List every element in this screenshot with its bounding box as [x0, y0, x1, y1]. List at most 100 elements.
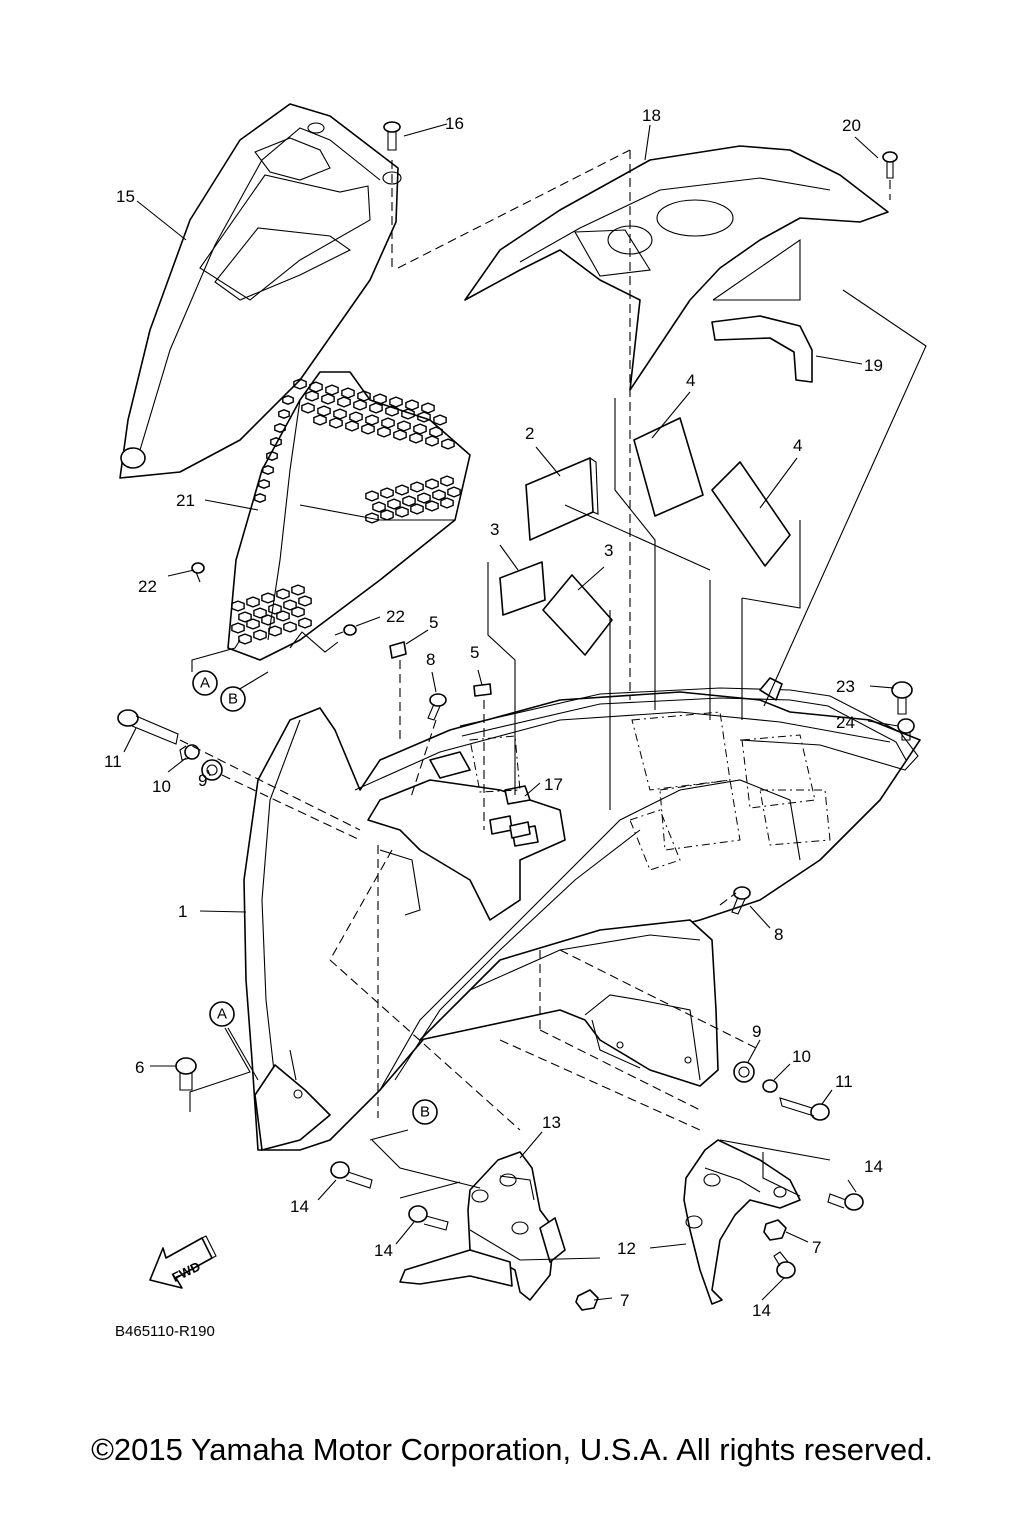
grille-mesh-cell — [238, 633, 252, 645]
grille-mesh-cell — [357, 390, 371, 402]
callout-9a: 9 — [198, 771, 207, 790]
grille-mesh-cell — [373, 393, 387, 405]
grille-mesh-cell — [262, 465, 274, 475]
rear-cover-part-18 — [464, 145, 889, 391]
fender-part-1 — [243, 691, 921, 1151]
grille-mesh-cell — [389, 396, 403, 408]
grille-mesh-cell — [381, 417, 395, 429]
grille-mesh-cell — [266, 451, 278, 461]
grille-mesh-cell — [238, 611, 252, 623]
svg-text:B: B — [420, 1104, 430, 1121]
fwd-arrow-icon: FWD — [149, 1235, 217, 1289]
diagram-reference-code: B465110-R190 — [115, 1323, 215, 1340]
grille-mesh-cell — [410, 481, 424, 493]
grille-mesh-cell — [268, 603, 282, 615]
grille-mesh-cell — [425, 478, 439, 490]
svg-text:A: A — [200, 675, 210, 692]
grille-mesh-cell — [397, 420, 411, 432]
grille-mesh-cell — [276, 588, 290, 600]
ref-letter-b-top: B — [220, 686, 246, 712]
grille-mesh-cell — [298, 617, 312, 629]
fender-rail — [459, 677, 919, 771]
callout-18: 18 — [642, 106, 661, 125]
bracket-part-12 — [683, 1139, 801, 1305]
grille-mesh-cell — [325, 384, 339, 396]
callout-11b: 11 — [835, 1072, 853, 1091]
grille-mesh-cell — [293, 378, 307, 390]
grille-mesh-cell — [246, 596, 260, 608]
grille-mesh-cell — [413, 423, 427, 435]
grille-mesh-cell — [345, 420, 359, 432]
grille-mesh-cell — [421, 402, 435, 414]
callout-15: 15 — [116, 187, 135, 206]
grille-mesh-cell — [385, 405, 399, 417]
grille-mesh-cell — [380, 509, 394, 521]
grille-mesh-cell — [337, 396, 351, 408]
grille-mesh-cell — [353, 399, 367, 411]
callout-22a: 22 — [138, 577, 157, 596]
grille-mesh-cell — [283, 599, 297, 611]
grille-mesh-cell — [258, 479, 270, 489]
grille-mesh-cell — [441, 438, 455, 450]
fasteners — [117, 121, 915, 1311]
grille-mesh-cell — [276, 610, 290, 622]
grille-mesh-cell — [268, 625, 282, 637]
callout-24: 24 — [836, 713, 855, 732]
callout-22b: 22 — [386, 607, 405, 626]
grille-mesh-cell — [410, 503, 424, 515]
ref-letter-a-top: A — [192, 670, 218, 696]
callout-21: 21 — [176, 491, 195, 510]
bracket-part-13 — [399, 1151, 566, 1301]
grille-mesh-cell — [440, 497, 454, 509]
pad-part-3-right — [542, 574, 613, 656]
callout-9b: 9 — [752, 1022, 761, 1041]
grille-mesh-cell — [246, 618, 260, 630]
callout-11a: 11 — [104, 752, 122, 771]
grille-mesh-cell — [417, 411, 431, 423]
callout-3a: 3 — [490, 520, 499, 539]
grille-mesh-cell — [291, 606, 305, 618]
grille-mesh-cell — [425, 500, 439, 512]
grille-mesh-cell — [440, 475, 454, 487]
callout-5a: 5 — [429, 613, 438, 632]
callout-10b: 10 — [792, 1047, 811, 1066]
grille-mesh-cell — [402, 495, 416, 507]
callout-17: 17 — [544, 775, 563, 794]
grille-mesh-cell — [429, 426, 443, 438]
strip-part-19 — [711, 315, 813, 383]
grille-mesh-cell — [365, 490, 379, 502]
grille-mesh-cell — [291, 584, 305, 596]
grille-mesh-cell — [417, 492, 431, 504]
callout-23: 23 — [836, 677, 855, 696]
grille-mesh-cell — [253, 607, 267, 619]
callout-7a: 7 — [620, 1291, 629, 1310]
copyright-notice: ©2015 Yamaha Motor Corporation, U.S.A. A… — [91, 1432, 933, 1467]
grille-mesh-cell — [253, 629, 267, 641]
callout-6: 6 — [135, 1058, 144, 1077]
fender-side-panel — [419, 919, 719, 1087]
callout-10a: 10 — [152, 777, 171, 796]
grille-mesh-cell — [432, 489, 446, 501]
leader-lines — [123, 123, 927, 1301]
grille-mesh-cell — [274, 423, 286, 433]
callout-16: 16 — [445, 114, 464, 133]
grille-mesh-cell — [395, 484, 409, 496]
grille-mesh-cell — [261, 592, 275, 604]
callout-14c: 14 — [864, 1157, 883, 1176]
grille-mesh-cell — [387, 498, 401, 510]
callout-labels: 1 2 3 3 4 4 5 5 6 7 7 8 8 9 9 10 10 11 1… — [104, 106, 883, 1320]
callout-4b: 4 — [793, 436, 802, 455]
grille-mesh-cell — [231, 622, 245, 634]
pad-part-4-right — [711, 461, 791, 567]
callout-20: 20 — [842, 116, 861, 135]
callout-8b: 8 — [774, 925, 783, 944]
grille-mesh-cell — [433, 414, 447, 426]
grille-mesh-cell — [278, 409, 290, 419]
callout-4a: 4 — [686, 371, 695, 390]
callout-13: 13 — [542, 1113, 561, 1132]
grille-mesh-cell — [361, 423, 375, 435]
grille-mesh-cell — [309, 381, 323, 393]
grille-mesh-cell — [305, 390, 319, 402]
grille-mesh-cell — [298, 595, 312, 607]
